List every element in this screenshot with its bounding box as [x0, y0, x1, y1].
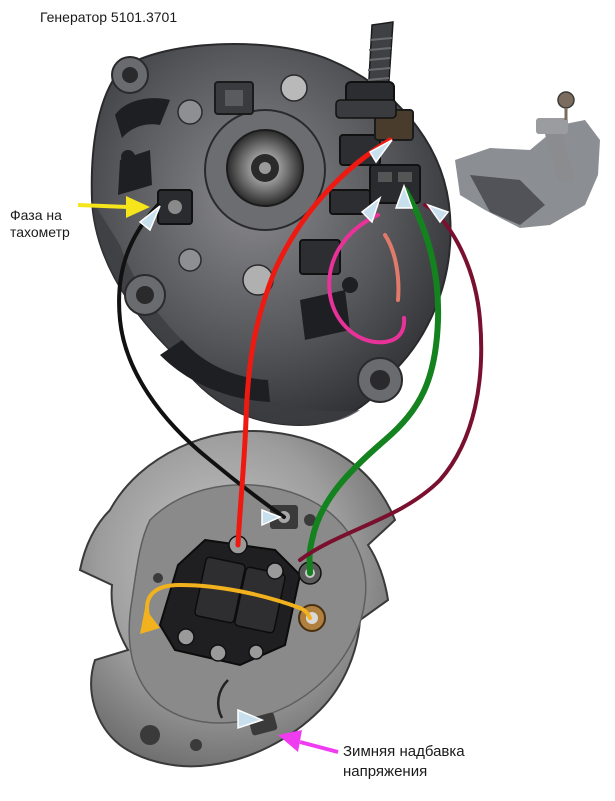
phase-tachometer-label: Фаза на тахометр — [10, 207, 70, 241]
phase-label-line-2: тахометр — [10, 224, 70, 240]
pointer-arrows — [138, 139, 450, 730]
winter-label-line-1: Зимняя надбавка — [343, 743, 465, 760]
voltage-regulator-detached — [455, 91, 600, 228]
threaded-stud — [335, 21, 397, 119]
pointer-arrow-maroon-top — [426, 203, 450, 224]
rear-cover — [78, 430, 397, 768]
yellow-wire — [145, 582, 312, 630]
green-wire — [306, 187, 442, 576]
pointer-arrow-green-top — [394, 183, 414, 209]
pointer-arrow-cover-terminal — [261, 508, 282, 527]
pointer-arrow-phase — [138, 205, 161, 232]
pointer-arrow-pink-top — [360, 195, 382, 224]
generator-housing — [90, 21, 452, 427]
winter-label-line-2: напряжения — [343, 763, 428, 780]
red-wire — [235, 137, 393, 548]
phase-label-line-1: Фаза на — [10, 207, 62, 223]
phase-label-arrow — [77, 196, 150, 218]
wires — [117, 137, 484, 630]
pointer-arrow-red-top — [368, 139, 393, 164]
pink-wire — [327, 213, 407, 345]
pointer-arrow-winter — [237, 708, 265, 730]
yellow-wire-arrowhead — [140, 608, 160, 634]
diagram-title: Генератор 5101.3701 — [40, 9, 178, 25]
pink-wire-stub — [383, 233, 401, 302]
brush-holder-regulator — [158, 535, 302, 667]
maroon-wire — [298, 203, 484, 562]
winter-label-arrow — [278, 730, 339, 754]
winter-boost-label: Зимняя надбавка напряжения — [343, 742, 465, 782]
